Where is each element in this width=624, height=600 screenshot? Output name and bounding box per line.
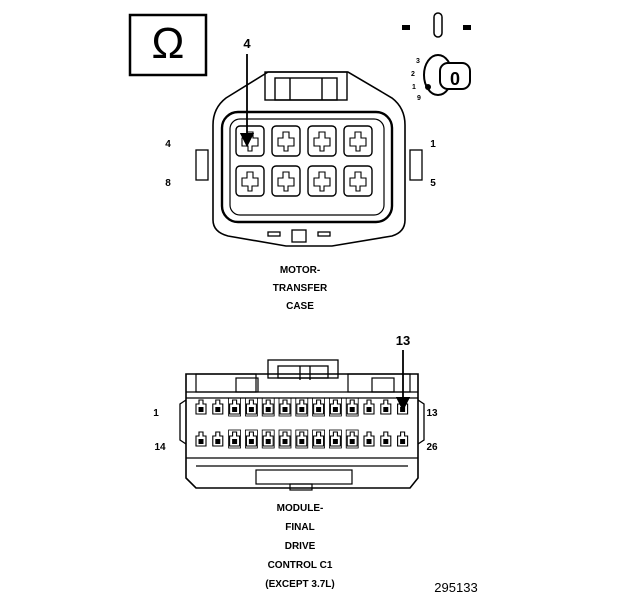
pin-cavity [271, 125, 301, 157]
pin-cavity [345, 429, 359, 449]
connector-top-pin-grid [235, 125, 373, 197]
pin-cavity [307, 125, 337, 157]
connector-top-caption: MOTOR- TRANSFER CASE [273, 265, 328, 312]
connector-bottom-pin-grid [195, 397, 409, 449]
caption-line: MOTOR- [280, 265, 320, 276]
pin-cavity [295, 397, 309, 417]
key-label: 0 [450, 69, 460, 89]
connector-bottom [179, 359, 425, 491]
connector-bottom-right-ear [417, 399, 425, 445]
connector-top-outer-housing [212, 71, 406, 247]
orientation-mark-center [433, 12, 443, 38]
connector-top [195, 71, 423, 247]
figure-number: 295133 [434, 580, 477, 595]
pin-cavity [212, 431, 224, 447]
pin-cavity [195, 431, 207, 447]
caption-line: (EXCEPT 3.7L) [265, 579, 334, 590]
caption-line: CASE [286, 301, 314, 312]
orientation-mark-right [463, 25, 471, 30]
pin-cavity [235, 125, 265, 157]
connector-top-left-rib [195, 149, 209, 181]
ignition-key-icon: 0 [423, 54, 471, 96]
connector-top-latch [264, 71, 348, 101]
pin-cavity [345, 397, 359, 417]
omega-box-frame [128, 13, 208, 77]
connector-top-right-rib [409, 149, 423, 181]
key-position-9: 9 [417, 95, 421, 102]
key-position-3: 3 [416, 58, 420, 65]
key-symbol: 0 3 2 1 9 [402, 12, 471, 102]
pin-cavity [307, 165, 337, 197]
connector-bottom-caption: MODULE- FINAL DRIVE CONTROL C1 (EXCEPT 3… [265, 503, 334, 590]
callout-label-bottom: 13 [396, 333, 410, 348]
pin-cavity [397, 431, 409, 447]
pin-cavity [380, 399, 392, 415]
bottom-pin-label-13: 13 [426, 408, 438, 419]
connector-bottom-housing [185, 373, 419, 489]
top-pin-label-4: 4 [165, 139, 171, 150]
bottom-pin-label-1: 1 [153, 408, 159, 419]
caption-line: MODULE- [277, 503, 324, 514]
key-position-1: 1 [412, 84, 416, 91]
connector-top-callout: 4 [239, 36, 255, 148]
pin-cavity [328, 429, 342, 449]
pin-cavity [312, 397, 326, 417]
pin-cavity [363, 431, 375, 447]
caption-line: TRANSFER [273, 283, 328, 294]
pin-cavity [380, 431, 392, 447]
top-pin-label-8: 8 [165, 178, 171, 189]
connector-top-inner-frame [229, 118, 385, 216]
pin-cavity [271, 165, 301, 197]
caption-line: DRIVE [285, 541, 316, 552]
connector-top-bottom-keys [267, 229, 331, 243]
connector-bottom-left-ear [179, 399, 187, 445]
pin-cavity [228, 429, 242, 449]
pin-cavity [235, 165, 265, 197]
pin-cavity [261, 429, 275, 449]
bottom-pin-label-26: 26 [426, 442, 438, 453]
pin-cavity [261, 397, 275, 417]
pin-cavity [295, 429, 309, 449]
pin-cavity [363, 399, 375, 415]
callout-label-top: 4 [243, 36, 251, 51]
bottom-pin-label-14: 14 [154, 442, 166, 453]
pin-cavity [244, 429, 258, 449]
pin-cavity [278, 397, 292, 417]
pin-cavity [212, 399, 224, 415]
pin-cavity [343, 125, 373, 157]
top-pin-label-1: 1 [430, 139, 436, 150]
pin-cavity [244, 397, 258, 417]
top-pin-label-5: 5 [430, 178, 436, 189]
connector-top-seal-frame [220, 110, 394, 224]
connector-bottom-callout: 13 [396, 333, 410, 412]
connector-bottom-latch [267, 359, 339, 380]
key-position-2: 2 [411, 71, 415, 78]
pin-cavity [228, 397, 242, 417]
pin-cavity [328, 397, 342, 417]
caption-line: FINAL [285, 522, 314, 533]
connector-bottom-base [186, 457, 418, 491]
orientation-mark-left [402, 25, 410, 30]
pin-cavity [278, 429, 292, 449]
omega-symbol-box: Ω [128, 13, 208, 77]
pin-cavity [312, 429, 326, 449]
omega-icon: Ω [152, 19, 185, 68]
pin-cavity [195, 399, 207, 415]
caption-line: CONTROL C1 [268, 560, 333, 571]
pin-cavity [343, 165, 373, 197]
